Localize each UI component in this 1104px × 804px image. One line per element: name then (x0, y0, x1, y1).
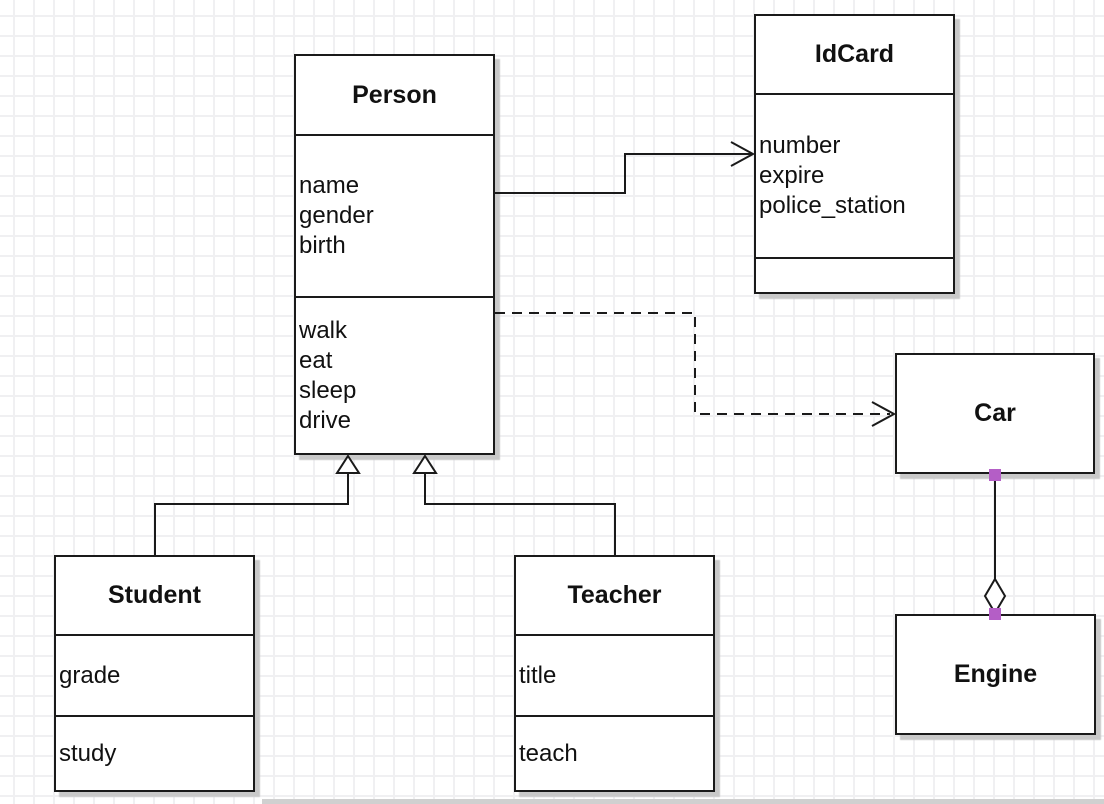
class-title-car: Car (974, 399, 1016, 427)
idcard-methods-section (756, 259, 953, 292)
hollow-diamond-icon (983, 577, 1007, 615)
edge-generalization-teacher-person[interactable] (412, 454, 616, 555)
attribute-item: gender (299, 202, 374, 229)
class-box-engine[interactable]: Engine (895, 614, 1096, 735)
method-item: teach (519, 739, 578, 767)
edge-line (495, 153, 752, 194)
method-item: eat (299, 346, 333, 374)
edge-line (154, 473, 349, 555)
attribute-item: title (519, 661, 557, 689)
edge-line (424, 473, 616, 555)
student-attributes-section: grade (56, 636, 253, 717)
teacher-methods-section: teach (516, 717, 713, 790)
method-item: walk (299, 316, 348, 344)
class-box-teacher[interactable]: Teacher title teach (514, 555, 715, 792)
person-methods-section: walk eat sleep drive (296, 298, 493, 453)
class-title-idcard: IdCard (756, 16, 953, 95)
edge-aggregation-car-engine[interactable] (983, 469, 1007, 620)
class-title-engine: Engine (953, 660, 1038, 688)
class-title-person: Person (296, 56, 493, 136)
hollow-triangle-icon (335, 454, 361, 474)
attribute-item: birth (299, 232, 346, 259)
open-arrow-icon (871, 401, 897, 427)
method-item: drive (299, 406, 352, 434)
person-attributes-section: name gender birth (296, 136, 493, 298)
student-methods-section: study (56, 717, 253, 790)
attribute-item: expire (759, 162, 825, 189)
hollow-triangle-icon (412, 454, 438, 474)
class-box-student[interactable]: Student grade study (54, 555, 255, 792)
method-item: sleep (299, 376, 357, 404)
class-title-student: Student (56, 557, 253, 636)
method-item: study (59, 739, 117, 767)
class-box-person[interactable]: Person name gender birth walk eat sleep … (294, 54, 495, 455)
edge-line (495, 312, 890, 415)
edge-association-person-idcard[interactable] (495, 141, 756, 194)
class-box-car[interactable]: Car (895, 353, 1095, 474)
attribute-item: name (299, 172, 360, 199)
teacher-attributes-section: title (516, 636, 713, 717)
class-box-idcard[interactable]: IdCard number expire police_station (754, 14, 955, 294)
class-title-teacher: Teacher (516, 557, 713, 636)
attribute-item: grade (59, 661, 121, 689)
attribute-item: police_station (759, 192, 906, 219)
edge-generalization-student-person[interactable] (154, 454, 361, 555)
attribute-item: number (759, 132, 841, 159)
page-edge-bottom (262, 799, 1104, 804)
edge-dependency-person-car[interactable] (495, 312, 897, 427)
open-arrow-icon (730, 141, 756, 167)
idcard-attributes-section: number expire police_station (756, 95, 953, 259)
